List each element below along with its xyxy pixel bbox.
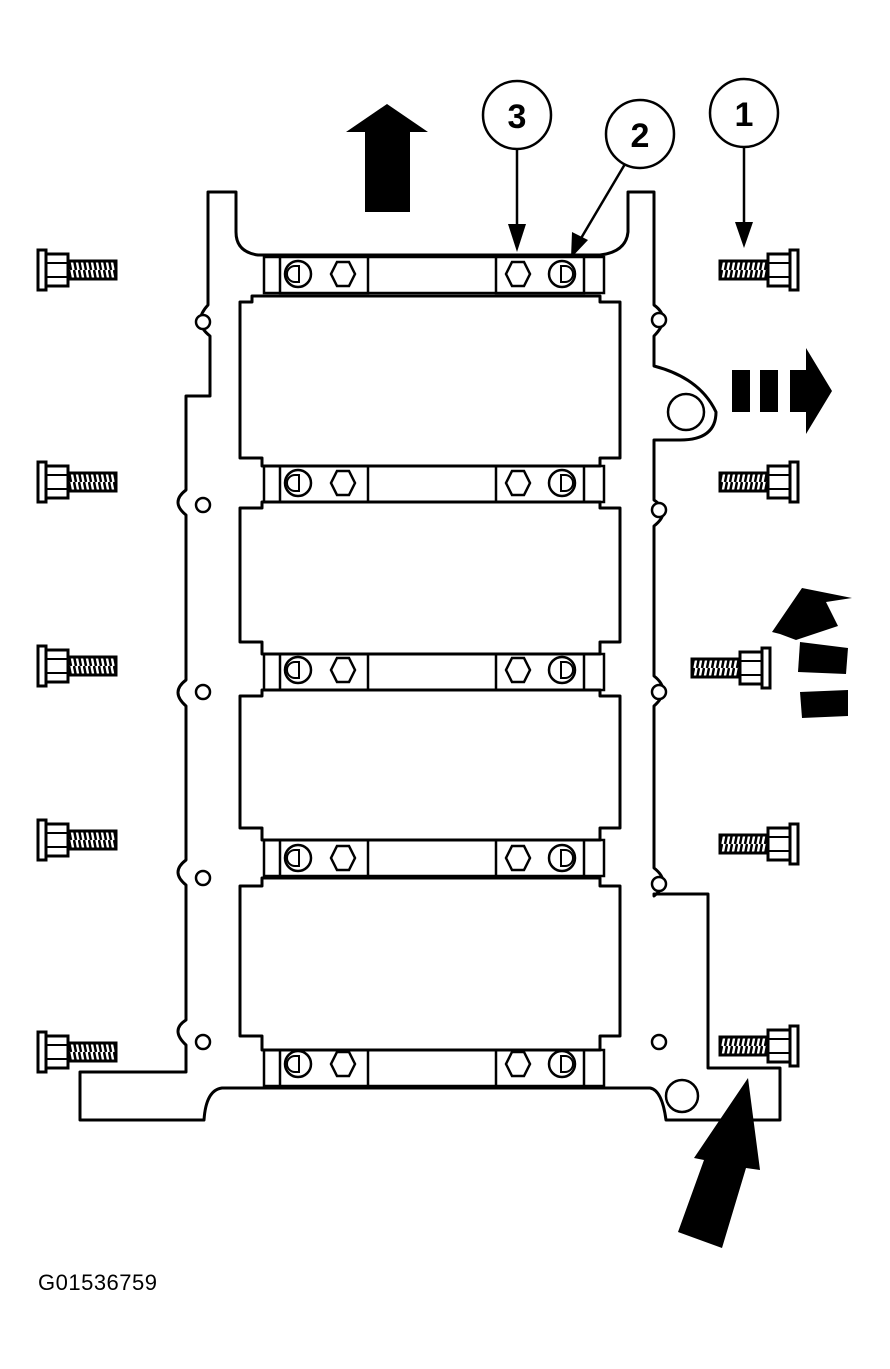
left-bolts (36, 248, 118, 1074)
bolt-icon (36, 248, 118, 292)
bolt-icon (718, 460, 800, 504)
figure-code: G01536759 (38, 1270, 158, 1295)
bolt-icon (718, 1024, 800, 1068)
bolt-icon (36, 1030, 118, 1074)
bolt-icon (690, 646, 772, 690)
bolt-icon (718, 822, 800, 866)
callout-3: 3 (481, 79, 553, 252)
bolt-icon (718, 248, 800, 292)
crankcase-windows (238, 294, 622, 1052)
arrow-curved-icon (772, 588, 852, 718)
bolt-icon (36, 818, 118, 862)
gasket-holes (194, 311, 706, 1114)
bolt-icon (36, 644, 118, 688)
arrow-diagonal-icon (678, 1078, 760, 1248)
callout-2: 2 (571, 98, 676, 258)
arrow-up-icon (346, 104, 428, 212)
callout-label: 2 (631, 117, 650, 155)
arrow-right-dashed-icon (732, 348, 832, 434)
callout-1: 1 (708, 77, 780, 248)
bolt-icon (36, 460, 118, 504)
callout-label: 1 (735, 96, 754, 134)
callout-label: 3 (508, 98, 527, 136)
